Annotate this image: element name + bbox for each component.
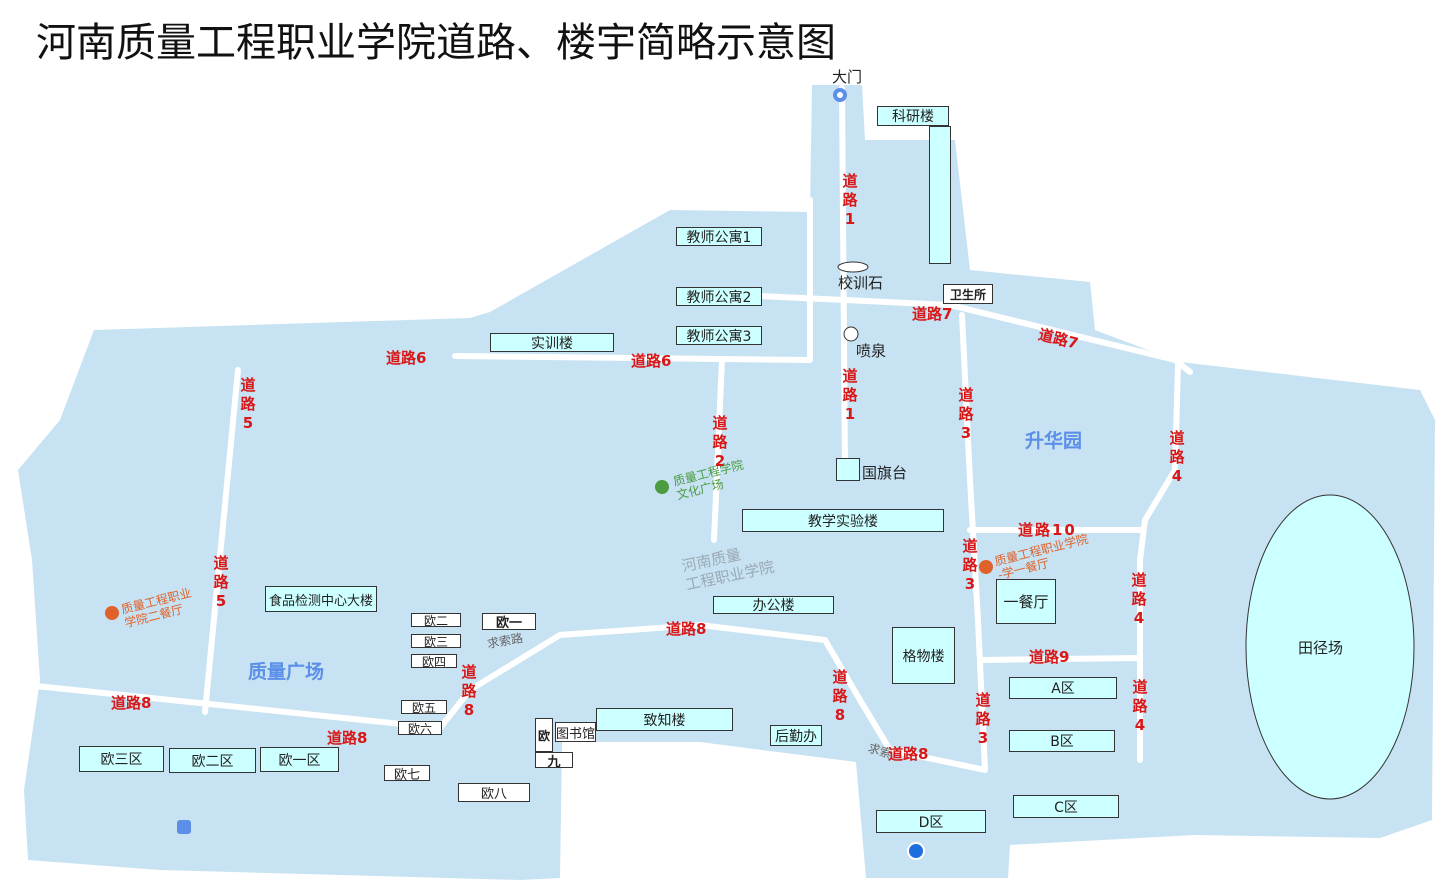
road8-label-left: 道路8 — [111, 694, 152, 712]
building-ou9-a[interactable]: 欧 — [535, 718, 553, 752]
building-keyan-wing — [929, 126, 951, 264]
building-bangong[interactable]: 办公楼 — [713, 596, 834, 614]
canteen2-icon — [105, 606, 119, 620]
building-keyan[interactable]: 科研楼 — [877, 106, 949, 126]
building-ou4[interactable]: 欧四 — [411, 654, 457, 668]
building-ou2q[interactable]: 欧二区 — [169, 748, 256, 773]
road-1 — [839, 85, 848, 473]
xiaoxun-stone-label: 校训石 — [838, 274, 884, 292]
road-6 — [452, 353, 813, 363]
area-shenghua: 升华园 — [1025, 430, 1083, 452]
building-gewu[interactable]: 格物楼 — [892, 627, 955, 684]
building-shixun[interactable]: 实训楼 — [490, 333, 614, 352]
building-ou6[interactable]: 欧六 — [398, 721, 442, 735]
road4-label-top: 道路4 — [1169, 429, 1185, 485]
building-jiaoshi3[interactable]: 教师公寓3 — [676, 326, 762, 345]
road-8 — [33, 621, 988, 773]
building-qb[interactable]: B区 — [1009, 730, 1115, 752]
building-ou7[interactable]: 欧七 — [384, 765, 430, 781]
road10-label: 道路10 — [1018, 521, 1077, 539]
road3-label-mid: 道路3 — [962, 537, 978, 593]
road-2 — [711, 357, 725, 543]
culture-square-icon — [655, 480, 669, 494]
road8-label-center: 道路8 — [666, 620, 707, 638]
road4-label-bottom: 道路4 — [1132, 678, 1148, 734]
road3-label-bottom: 道路3 — [975, 691, 991, 747]
building-yican[interactable]: 一餐厅 — [996, 579, 1056, 624]
road2-label: 道路2 — [712, 414, 728, 470]
building-jiaoshi2[interactable]: 教师公寓2 — [676, 287, 762, 306]
road8-label-vertical-2: 道路8 — [832, 668, 848, 724]
road8-label-vertical: 道路8 — [461, 663, 477, 719]
building-zhizhi[interactable]: 致知楼 — [596, 708, 733, 731]
building-ou9-b[interactable]: 九 — [535, 752, 573, 768]
building-ou8[interactable]: 欧八 — [458, 783, 530, 802]
track-field-shape — [1245, 494, 1415, 800]
building-jiaoshi1[interactable]: 教师公寓1 — [676, 227, 762, 246]
road4-label-mid: 道路4 — [1131, 571, 1147, 627]
flag-platform-box — [836, 458, 860, 481]
road-7 — [757, 293, 1193, 375]
building-jiaoxue[interactable]: 教学实验楼 — [742, 509, 944, 532]
road8-label-right: 道路8 — [888, 745, 929, 763]
road1-label-bottom: 道路1 — [842, 367, 858, 423]
canteen1-icon — [979, 560, 993, 574]
building-shipin[interactable]: 食品检测中心大楼 — [265, 586, 377, 612]
road5-label-bottom: 道路5 — [213, 554, 229, 610]
fountain-shape — [843, 326, 859, 342]
gate-label: 大门 — [832, 68, 863, 86]
building-weisheng[interactable]: 卫生所 — [943, 284, 993, 304]
area-zhiliang: 质量广场 — [248, 661, 325, 683]
road-4 — [1137, 362, 1181, 763]
road8-label-mid: 道路8 — [327, 729, 368, 747]
road7-label-1: 道路7 — [912, 305, 953, 323]
road-5 — [202, 367, 241, 715]
track-field-label: 田径场 — [1298, 639, 1344, 657]
building-ou1q[interactable]: 欧一区 — [260, 747, 339, 772]
building-qc[interactable]: C区 — [1013, 795, 1119, 818]
building-ou5[interactable]: 欧五 — [401, 700, 447, 714]
building-ou3[interactable]: 欧三 — [411, 634, 461, 648]
road6-label-right: 道路6 — [631, 352, 672, 370]
building-tushu[interactable]: 图书馆 — [555, 722, 596, 742]
location-dot-icon — [907, 842, 925, 860]
flag-platform-label: 国旗台 — [862, 464, 908, 482]
map-title: 河南质量工程职业学院道路、楼宇简略示意图 — [36, 20, 836, 66]
road3-label-top: 道路3 — [958, 386, 974, 442]
road6-label-left: 道路6 — [386, 349, 427, 367]
road5-label-top: 道路5 — [240, 376, 256, 432]
road-3 — [959, 312, 988, 773]
road9-label: 道路9 — [1029, 648, 1070, 666]
building-qd[interactable]: D区 — [876, 810, 986, 833]
xiaoxun-stone-shape — [837, 261, 869, 273]
roads — [33, 85, 1193, 773]
fountain-label: 喷泉 — [856, 342, 887, 360]
building-qa[interactable]: A区 — [1009, 677, 1117, 699]
road1-label-top: 道路1 — [842, 172, 858, 228]
bus-stop-icon — [177, 820, 191, 834]
road-9 — [977, 655, 1143, 663]
building-ou2[interactable]: 欧二 — [411, 613, 461, 627]
building-ou1[interactable]: 欧一 — [482, 613, 536, 630]
building-ou3q[interactable]: 欧三区 — [79, 746, 164, 772]
building-houqin[interactable]: 后勤办 — [770, 725, 822, 746]
